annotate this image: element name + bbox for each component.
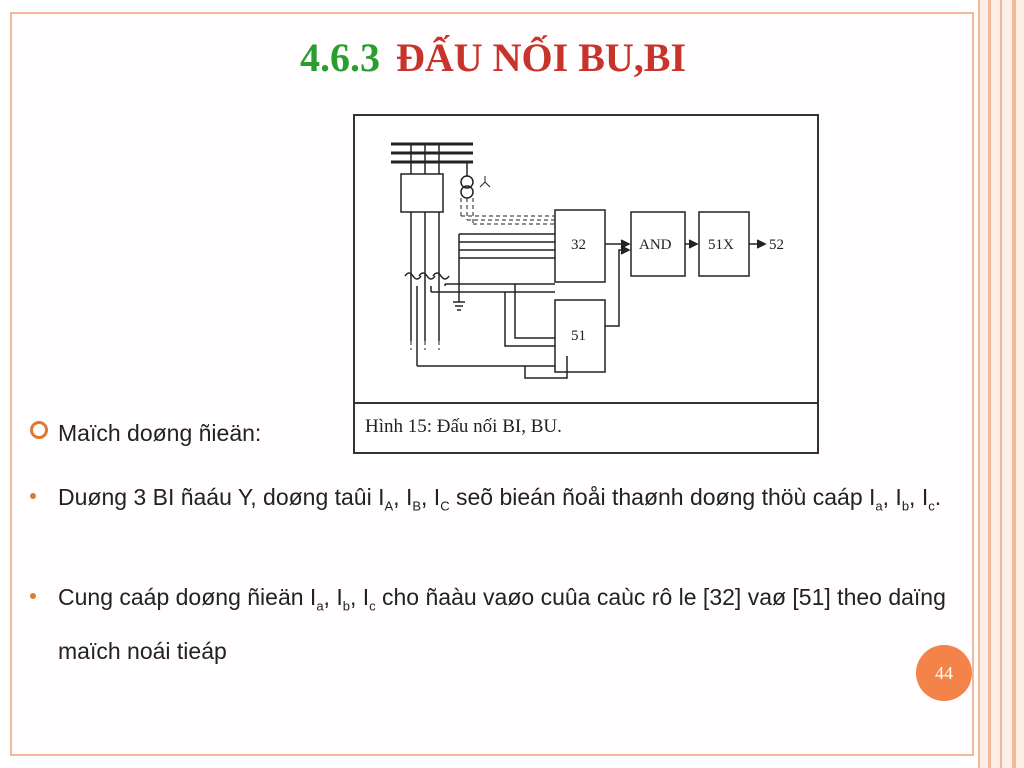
dot-bullet-icon	[30, 493, 36, 499]
wiring-diagram: 32 51 AND 51X 52	[391, 142, 784, 379]
relay-32-box	[554, 209, 606, 283]
title-number: 4.6.3	[300, 35, 380, 80]
label-relay-51x: 51X	[708, 237, 734, 253]
relay-51-box	[554, 299, 606, 373]
breaker-box	[400, 173, 444, 213]
label-relay-51: 51	[571, 328, 586, 344]
slide-title: 4.6.3 ĐẤU NỐI BU,BI	[300, 34, 760, 94]
figure-caption-bar: Hình 15: Đấu nối BI, BU.	[355, 402, 817, 452]
dot-bullet-icon	[30, 593, 36, 599]
label-output-52: 52	[769, 237, 784, 253]
ct-coil-a	[404, 272, 422, 280]
bullet-item-1: Duøng 3 BI ñaáu Y, doøng taûi IA, IB, IC…	[30, 475, 941, 529]
bullet-item-2: Cung caáp doøng ñieän Ia, Ib, Ic cho ñaà…	[30, 575, 950, 673]
title-text: ĐẤU NỐI BU,BI	[396, 35, 687, 80]
figure-caption: Hình 15: Đấu nối BI, BU.	[365, 416, 562, 437]
ring-bullet-icon	[30, 421, 48, 439]
ct-coil-b	[418, 272, 436, 280]
vt-primary	[460, 175, 474, 189]
label-and-gate: AND	[639, 237, 672, 253]
bullet-heading: Maïch doøng ñieän:	[30, 420, 261, 447]
decorative-stripes	[978, 0, 1024, 768]
label-relay-32: 32	[571, 237, 586, 253]
ct-coil-c	[432, 272, 450, 280]
page-number-badge: 44	[916, 645, 972, 701]
wiring-diagram-figure: 32 51 AND 51X 52 Hình 15: Đấu nối BI, BU…	[353, 114, 819, 454]
